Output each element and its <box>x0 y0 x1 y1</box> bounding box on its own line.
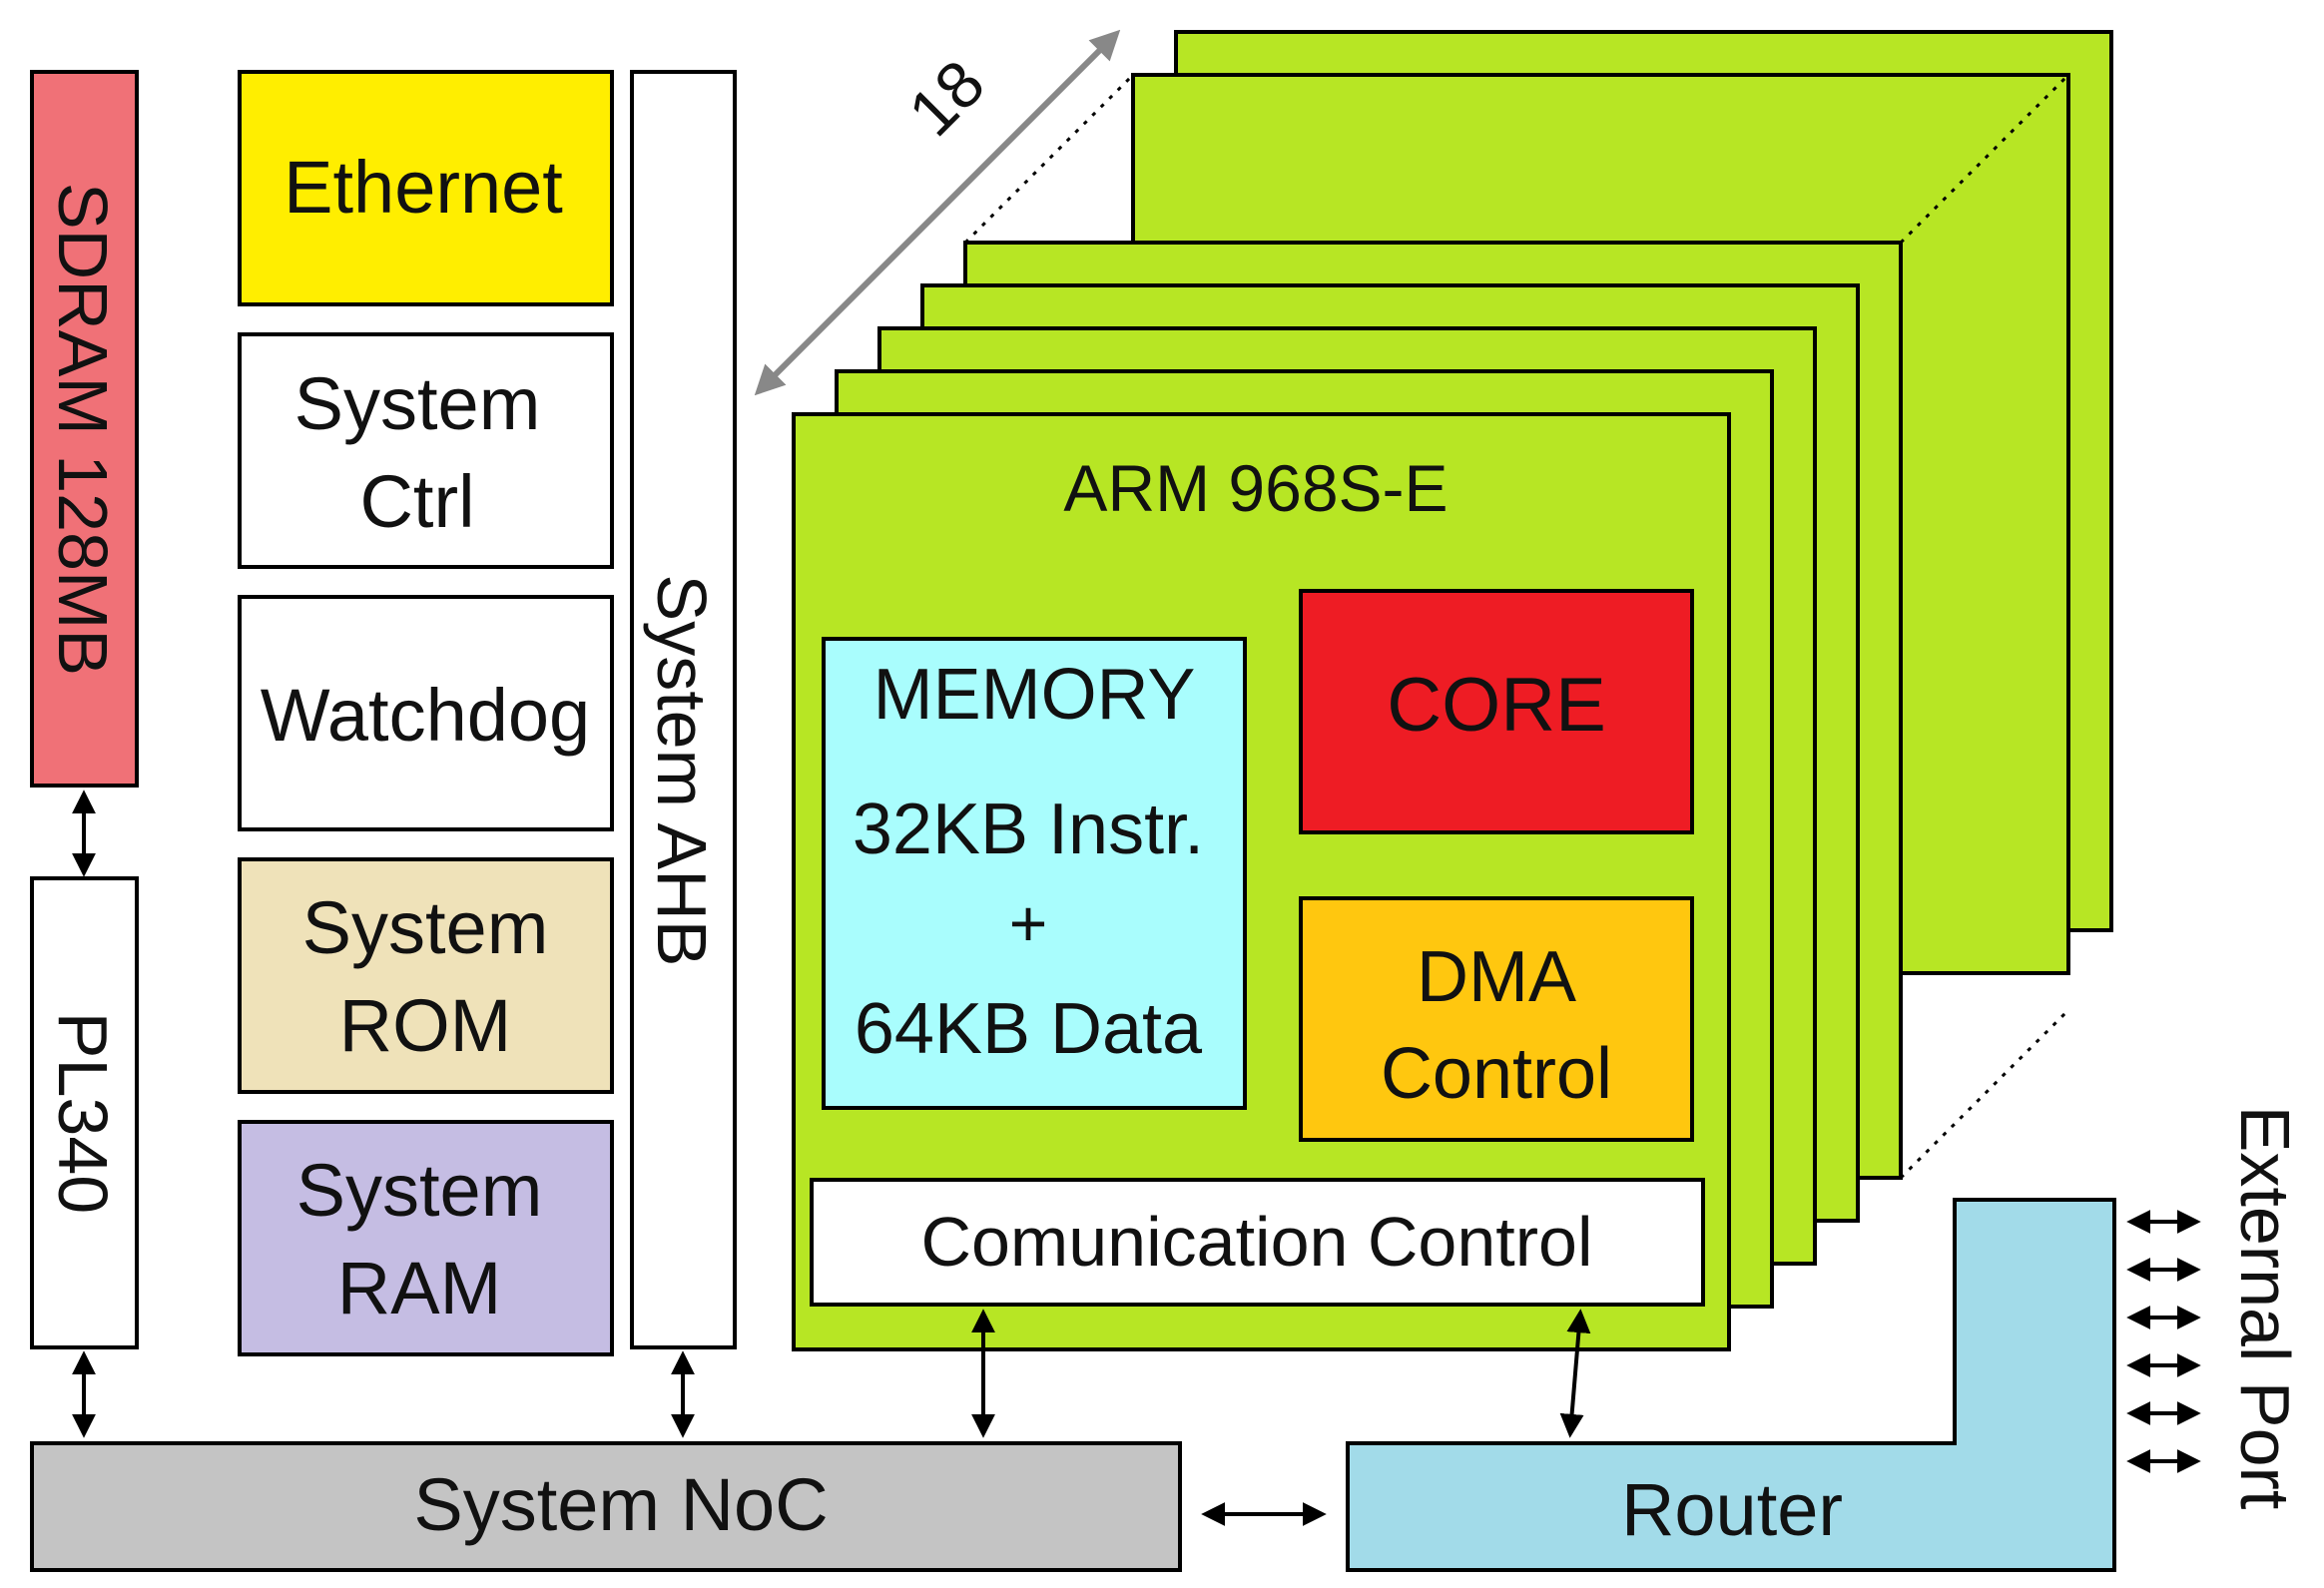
system-noc-label: System NoC <box>413 1463 828 1546</box>
memory-block <box>822 637 1247 1110</box>
communication-control-block <box>810 1178 1705 1307</box>
system-ram-label-2: RAM <box>337 1247 501 1329</box>
pl340-label: PL340 <box>44 1012 122 1214</box>
external-port-label: External Port <box>2226 1106 2304 1510</box>
sdram-label: SDRAM 128MB <box>44 183 122 676</box>
system-ahb-block <box>630 70 737 1349</box>
ethernet-label: Ethernet <box>284 146 563 229</box>
depth-line-bottom-right <box>1899 1008 2070 1180</box>
system-noc-block <box>30 1441 1182 1572</box>
sdram-block <box>30 70 139 788</box>
memory-label: MEMORY <box>873 655 1196 735</box>
system-ctrl-block <box>238 332 614 569</box>
count-arrow <box>754 29 1121 396</box>
system-ram-label-1: System <box>296 1149 543 1232</box>
system-rom-label-2: ROM <box>339 984 512 1067</box>
dma-control-label: Control <box>1381 1034 1612 1114</box>
memory-data-label: 64KB Data <box>855 989 1203 1069</box>
system-ctrl-label-2: Ctrl <box>359 460 474 543</box>
system-rom-block <box>238 857 614 1094</box>
processor-title: ARM 968S-E <box>1063 451 1448 525</box>
comm-router-arrow <box>1559 1309 1591 1438</box>
communication-control-label: Comunication Control <box>920 1203 1592 1281</box>
watchdog-label: Watchdog <box>261 674 590 757</box>
dma-control-block <box>1299 896 1694 1142</box>
watchdog-block <box>238 595 614 831</box>
core-count-label: 18 <box>894 46 998 150</box>
system-ram-block <box>238 1120 614 1356</box>
system-ctrl-label-1: System <box>294 362 541 445</box>
system-rom-label-1: System <box>302 886 549 969</box>
router-label: Router <box>1621 1468 1843 1551</box>
core-block <box>1299 589 1694 834</box>
core-label: CORE <box>1387 663 1606 748</box>
ethernet-block <box>238 70 614 306</box>
dma-label: DMA <box>1417 937 1576 1017</box>
system-ahb-label: System AHB <box>643 575 721 967</box>
router-block <box>1346 1198 2116 1572</box>
memory-instr-label: 32KB Instr. <box>853 790 1204 869</box>
memory-plus-label: + <box>1009 886 1048 960</box>
external-port-arrows <box>2126 1210 2201 1473</box>
pl340-block <box>30 876 139 1349</box>
depth-line-top-right <box>1899 73 2070 245</box>
